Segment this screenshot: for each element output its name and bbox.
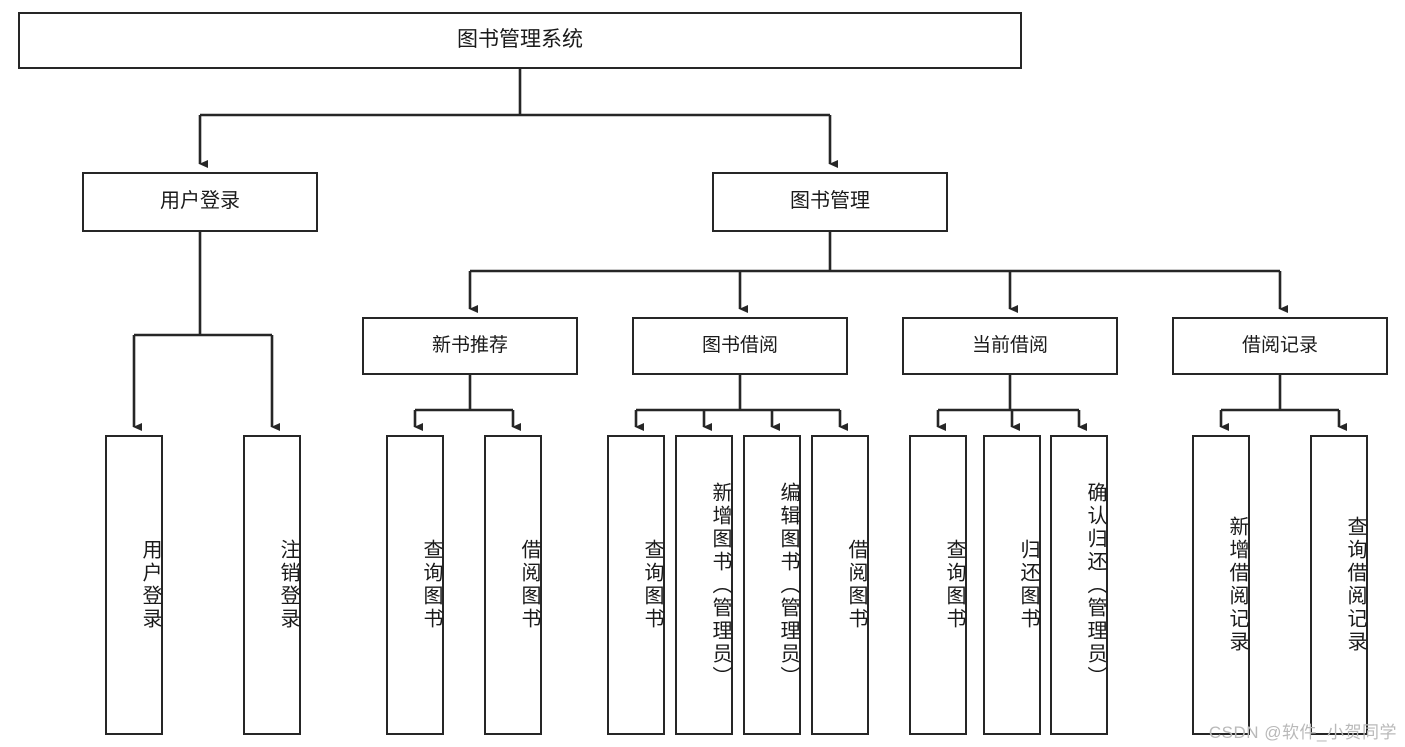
node-new-book-rec-label: 新书推荐 xyxy=(431,334,508,356)
leaf-query-book-cur[interactable]: 查询图书 xyxy=(909,435,967,735)
node-book-manage[interactable]: 图书管理 xyxy=(712,172,948,232)
node-current-borrow-label: 当前借阅 xyxy=(971,334,1048,356)
node-user-login-label: 用户登录 xyxy=(160,190,240,213)
leaf-query-book-cur-label: 查询图书 xyxy=(943,539,965,631)
node-book-manage-label: 图书管理 xyxy=(790,190,870,213)
leaf-edit-book-label: 编辑图书（管理员） xyxy=(777,481,799,689)
leaf-user-logout-label: 注销登录 xyxy=(277,539,299,631)
node-current-borrow[interactable]: 当前借阅 xyxy=(902,317,1118,375)
leaf-add-book[interactable]: 新增图书（管理员） xyxy=(675,435,733,735)
leaf-query-book-rec-label: 查询图书 xyxy=(420,539,442,631)
leaf-borrow-book-brw[interactable]: 借阅图书 xyxy=(811,435,869,735)
leaf-query-record-label: 查询借阅记录 xyxy=(1344,516,1366,654)
leaf-borrow-book-rec-label: 借阅图书 xyxy=(518,539,540,631)
leaf-edit-book[interactable]: 编辑图书（管理员） xyxy=(743,435,801,735)
leaf-add-record-label: 新增借阅记录 xyxy=(1226,516,1248,654)
leaf-borrow-book-brw-label: 借阅图书 xyxy=(845,539,867,631)
node-borrow-record[interactable]: 借阅记录 xyxy=(1172,317,1388,375)
leaf-confirm-return-label: 确认归还（管理员） xyxy=(1084,481,1106,689)
watermark: CSDN @软件_小贺同学 xyxy=(1208,723,1397,742)
leaf-return-book-label: 归还图书 xyxy=(1017,539,1039,631)
leaf-borrow-book-rec[interactable]: 借阅图书 xyxy=(484,435,542,735)
node-new-book-rec[interactable]: 新书推荐 xyxy=(362,317,578,375)
leaf-query-book-brw[interactable]: 查询图书 xyxy=(607,435,665,735)
node-book-borrow[interactable]: 图书借阅 xyxy=(632,317,848,375)
node-root[interactable]: 图书管理系统 xyxy=(18,12,1022,69)
leaf-query-record[interactable]: 查询借阅记录 xyxy=(1310,435,1368,735)
node-root-label: 图书管理系统 xyxy=(457,28,583,52)
leaf-query-book-rec[interactable]: 查询图书 xyxy=(386,435,444,735)
leaf-confirm-return[interactable]: 确认归还（管理员） xyxy=(1050,435,1108,735)
connector-group xyxy=(132,69,1347,431)
leaf-add-record[interactable]: 新增借阅记录 xyxy=(1192,435,1250,735)
node-user-login[interactable]: 用户登录 xyxy=(82,172,318,232)
leaf-user-login-label: 用户登录 xyxy=(139,539,161,631)
leaf-query-book-brw-label: 查询图书 xyxy=(641,539,663,631)
node-borrow-record-label: 借阅记录 xyxy=(1241,334,1318,356)
node-book-borrow-label: 图书借阅 xyxy=(701,334,778,356)
leaf-return-book[interactable]: 归还图书 xyxy=(983,435,1041,735)
leaf-user-login[interactable]: 用户登录 xyxy=(105,435,163,735)
leaf-add-book-label: 新增图书（管理员） xyxy=(709,481,731,689)
leaf-user-logout[interactable]: 注销登录 xyxy=(243,435,301,735)
